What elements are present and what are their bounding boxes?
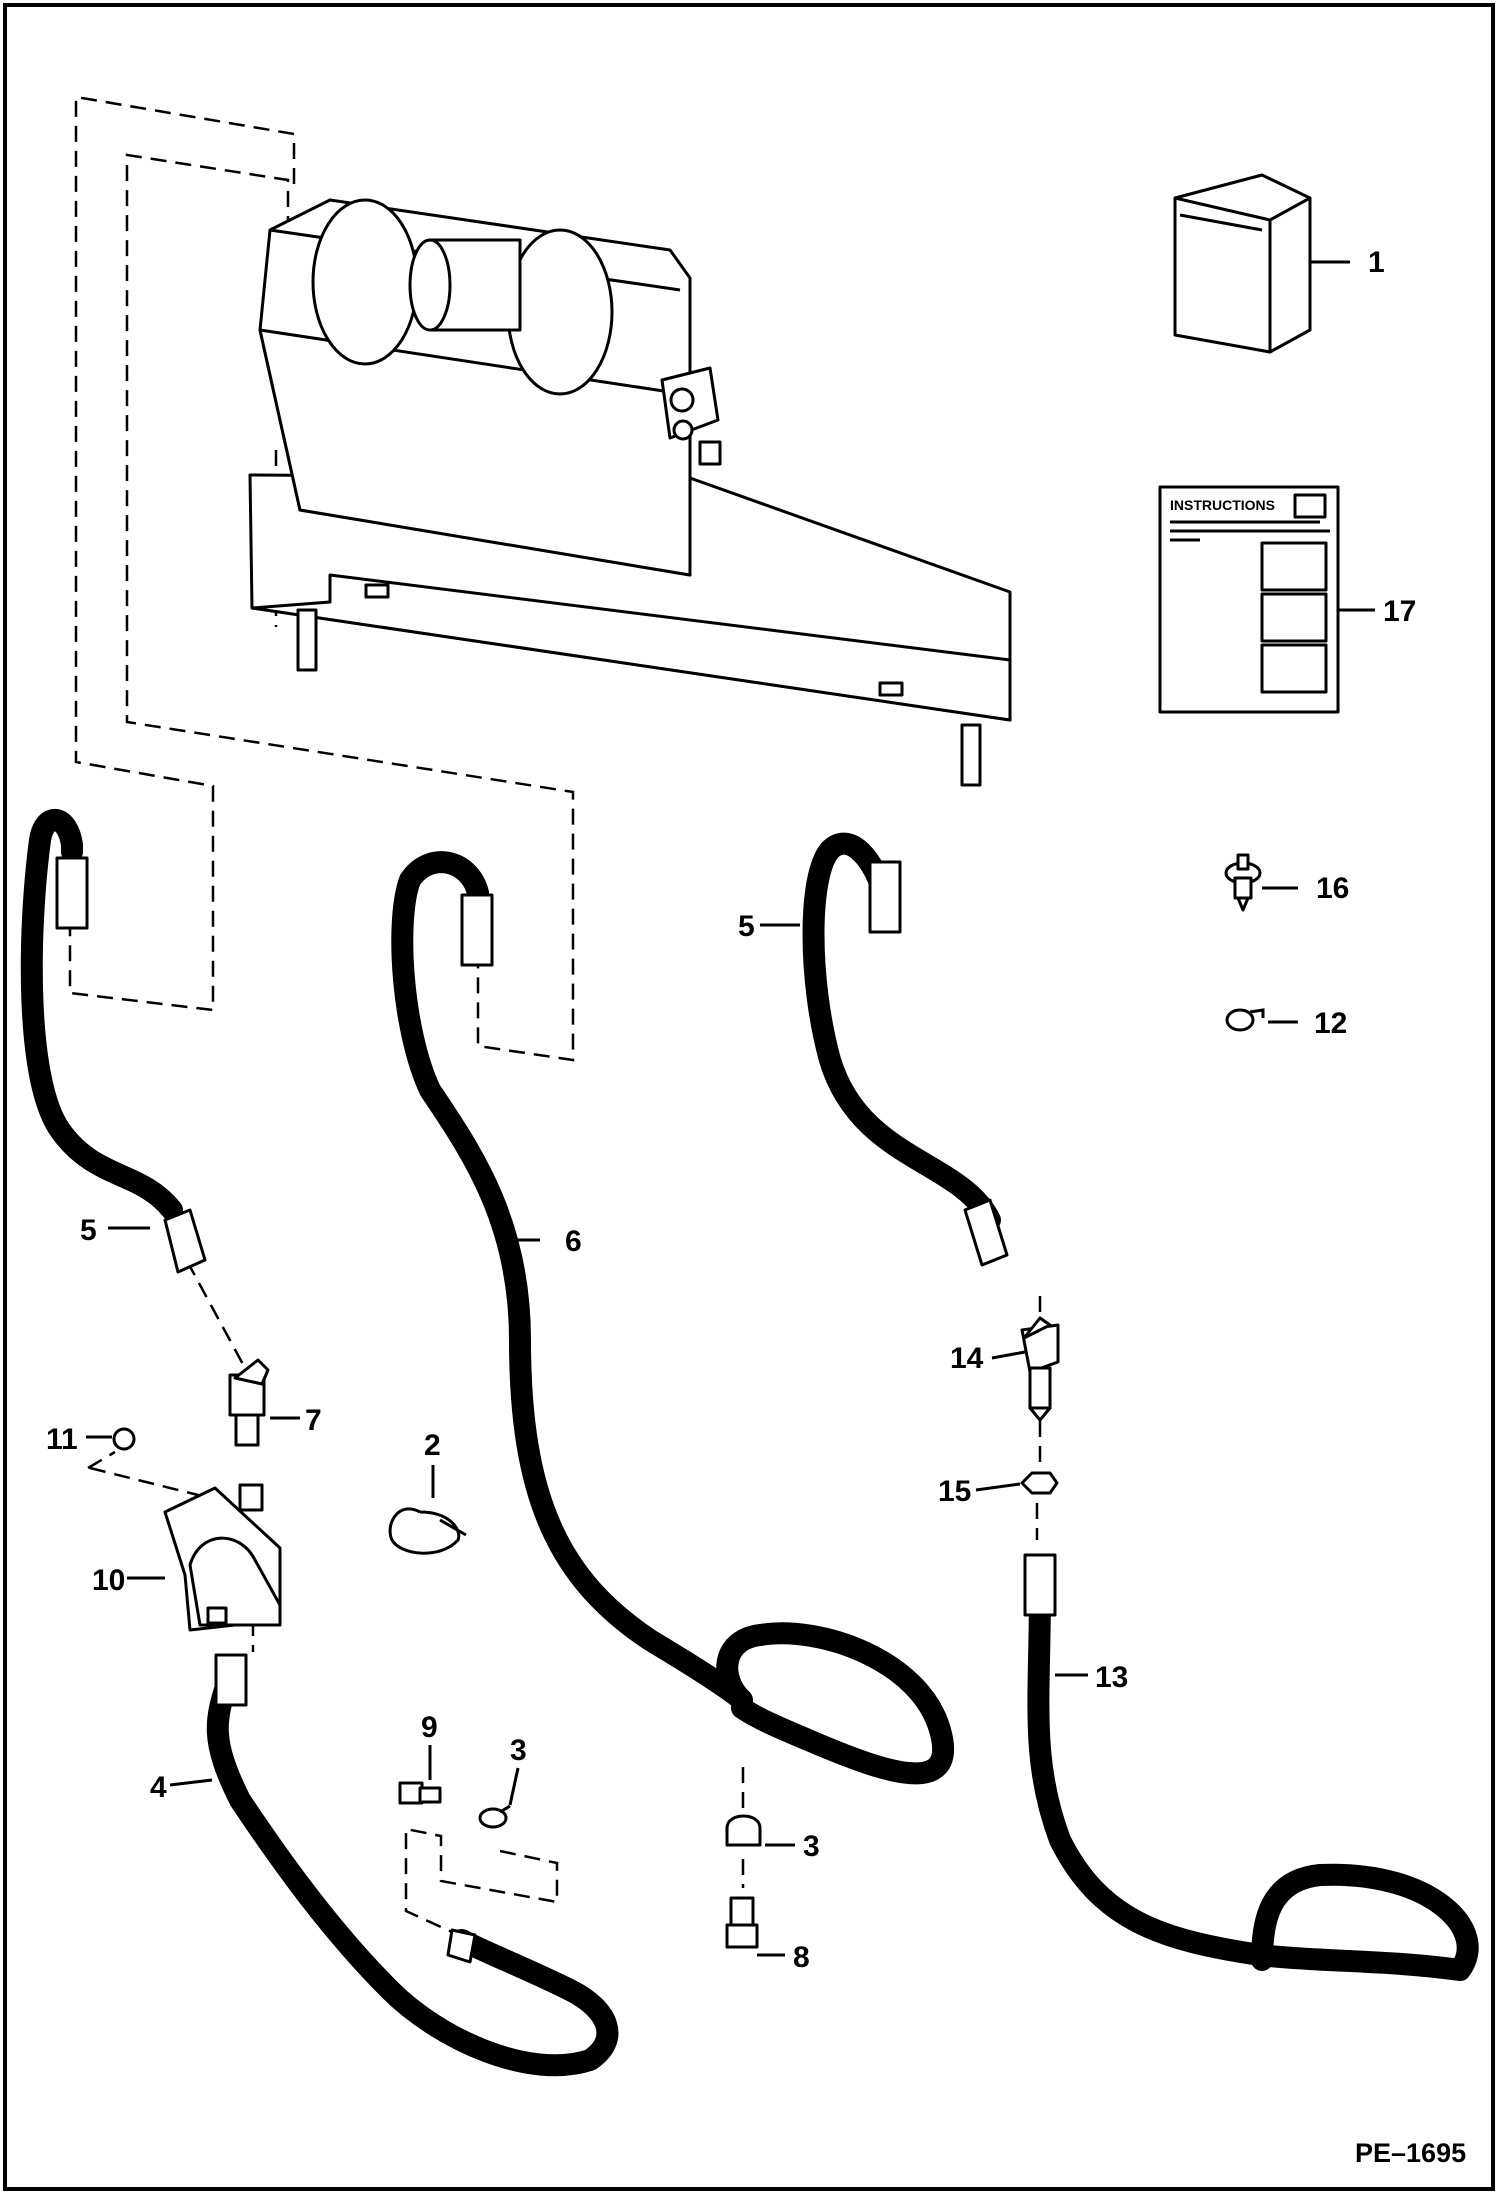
clamp-3-left: [478, 1804, 511, 1829]
callout-8: 8: [793, 1941, 810, 1974]
leader-lines: [86, 260, 1375, 1957]
hose-fittings: [55, 856, 1057, 1964]
callout-1: 1: [1368, 246, 1385, 279]
callout-3-left: 3: [510, 1734, 527, 1767]
nut-11: [112, 1427, 136, 1451]
callout-3-right: 3: [803, 1830, 820, 1863]
elbow-fitting-7: [228, 1358, 270, 1447]
fitting-9: [398, 1781, 442, 1805]
callout-14: 14: [950, 1342, 984, 1375]
callout-13: 13: [1095, 1661, 1128, 1694]
box-kit: [1173, 173, 1312, 354]
fastener-16: [1224, 853, 1262, 912]
callout-17: 17: [1383, 595, 1416, 628]
drawing-reference-code: PE–1695: [1355, 2138, 1466, 2168]
callout-12: 12: [1314, 1007, 1347, 1040]
clamp-2: [388, 1507, 467, 1555]
drawing-frame: [3, 3, 1495, 2191]
clamp-3-right: [725, 1814, 762, 1847]
hoses: [20, 809, 1479, 2077]
callout-5-left: 5: [80, 1214, 97, 1247]
callout-16: 16: [1316, 872, 1349, 905]
callout-9: 9: [421, 1711, 438, 1744]
callout-10: 10: [92, 1564, 125, 1597]
callout-15: 15: [938, 1475, 971, 1508]
callout-6: 6: [565, 1225, 582, 1258]
callout-2: 2: [424, 1429, 441, 1462]
valve-10: [163, 1483, 282, 1632]
fitting-14: [1020, 1316, 1060, 1422]
heater-assembly: [248, 198, 1012, 787]
nut-15: [1020, 1471, 1059, 1495]
callout-11: 11: [46, 1423, 78, 1456]
callout-5-right: 5: [738, 910, 755, 943]
bolt-8: [725, 1896, 759, 1949]
clamp-12: [1225, 1008, 1265, 1032]
instructions-sheet: INSTRUCTIONS: [1158, 485, 1340, 714]
instructions-title: INSTRUCTIONS: [1170, 497, 1275, 513]
callout-labels: 1 17 16 12 5 5 6 7 11 2 10 9 3 4 14 15 1…: [46, 246, 1416, 1974]
callout-7: 7: [305, 1404, 322, 1437]
callout-4: 4: [150, 1771, 167, 1804]
